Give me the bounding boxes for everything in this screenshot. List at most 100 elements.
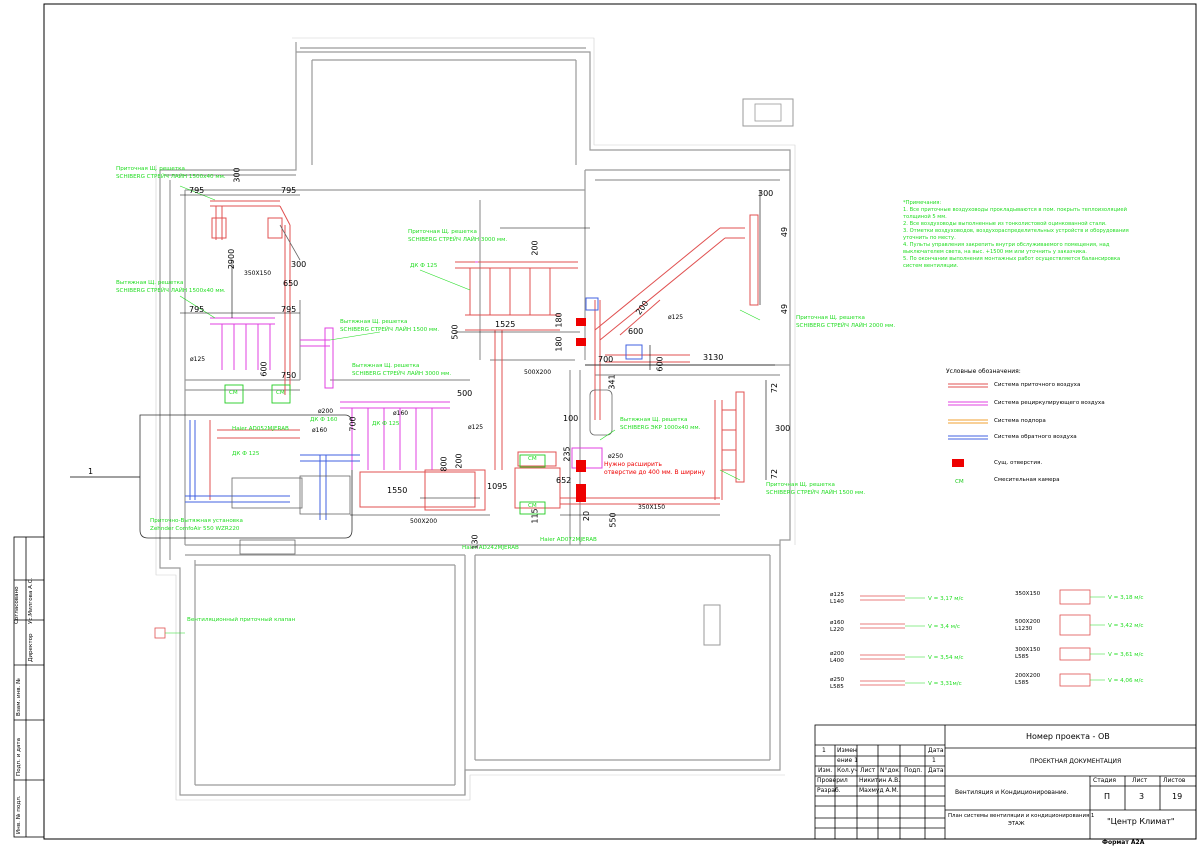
- tb-h-izm: Изм.: [818, 767, 833, 774]
- dim-300d: 300: [775, 424, 791, 433]
- tb-h-ndok: N°док.: [880, 767, 901, 774]
- tb-sheet-title2: ЭТАЖ: [1008, 821, 1025, 827]
- dim-2900: 2900: [227, 248, 237, 270]
- building-walls: [159, 42, 791, 796]
- dim-160a: ø160: [312, 427, 328, 434]
- tb-section: Вентиляция и Кондиционирование.: [955, 789, 1069, 796]
- dim-500x200a: 500Х200: [524, 369, 552, 376]
- sm-box-1: СМ: [229, 390, 238, 396]
- flow-d-4: ø250: [830, 677, 845, 683]
- dim-795d: 795: [281, 305, 297, 314]
- tb-dev-name: Махмуд А.М.: [859, 787, 899, 794]
- tb-h-list: Лист: [860, 767, 876, 774]
- grille-supply-4-label: Приточная Щ. решетка: [766, 482, 835, 488]
- title-block-grid: [814, 724, 1197, 840]
- flow-r-d-1: 350Х150: [1015, 591, 1041, 597]
- dk-125-mid-label: ДК Ф 125: [372, 421, 400, 427]
- flow-r-v-1: V = 3,18 м/с: [1108, 595, 1144, 601]
- grille-exhaust-3-model: SCHIBERG СТРЕЙЧ ЛАЙН 3000 мм.: [352, 371, 452, 377]
- dim-350x150b: 350Х150: [638, 504, 666, 511]
- legend-item-openings: Сущ. отверстия.: [994, 460, 1043, 466]
- dim-180b: 180: [554, 336, 564, 352]
- dim-600c: 600: [655, 356, 665, 372]
- flow-v-1: V = 3,17 м/с: [928, 596, 964, 602]
- tb-sheet: 3: [1139, 792, 1145, 801]
- legend-item-return: Система обратного воздуха: [994, 434, 1077, 440]
- tb-row1-num: 1: [822, 747, 826, 754]
- grille-exhaust-2-label: Вытяжная Щ. решетка: [340, 319, 408, 325]
- grille-exhaust-4-label: Вытяжная Щ. решетка: [620, 417, 688, 423]
- tb-stage: П: [1104, 792, 1111, 801]
- dim-100: 100: [563, 414, 579, 423]
- haier-3-label: Haier AD072MJERAB: [540, 537, 597, 543]
- flow-r-l-3: L585: [1015, 654, 1029, 660]
- flow-r-d-3: 300Х150: [1015, 647, 1041, 653]
- flow-r-d-4: 200Х200: [1015, 673, 1041, 679]
- dim-235: 235: [562, 446, 572, 462]
- existing-openings: [576, 318, 964, 502]
- dim-500x200b: 500Х200: [410, 518, 438, 525]
- flow-l-3: L400: [830, 658, 844, 664]
- dk-160-label: ДК Ф 160: [310, 417, 338, 423]
- dim-795a: 795: [189, 186, 205, 195]
- dim-300a: 300: [232, 167, 242, 183]
- grille-supply-4-model: SCHIBERG СТРЕЙЧ ЛАЙН 1500 мм.: [766, 490, 866, 496]
- dim-341: 341: [607, 374, 617, 390]
- tb-format: Формат А2А: [1102, 839, 1145, 846]
- tb-company: "Центр Климат": [1107, 817, 1175, 826]
- flow-symbols: [860, 589, 1091, 687]
- sm-box-2: СМ: [276, 390, 285, 396]
- dim-600a: 600: [259, 361, 269, 377]
- valve-label: Вентиляционный приточный клапан: [187, 617, 296, 623]
- flow-v-4: V = 3,31м/с: [928, 681, 962, 687]
- dim-500a: 500: [450, 324, 460, 340]
- sm-box-4: СМ: [528, 503, 537, 509]
- dim-795c: 795: [189, 305, 205, 314]
- dim-600b: 600: [628, 327, 644, 336]
- sheet-frame: [43, 3, 1197, 840]
- side-inv-orig: Инв. № подл.: [16, 795, 22, 834]
- dim-49a: 49: [780, 226, 790, 238]
- tb-row1-date2: 1: [932, 757, 936, 764]
- tb-check-label: Проверил: [817, 777, 848, 784]
- flow-l-2: L220: [830, 627, 844, 633]
- grille-supply-3-label: Приточная Щ. решетка: [796, 315, 865, 321]
- dim-20: 20: [582, 510, 592, 522]
- red-note-2: отверстие до 400 мм. В ширину: [604, 469, 706, 476]
- tb-h-kol: Кол.уч: [837, 767, 858, 774]
- legend-item-recirc: Система рециркулирующего воздуха: [994, 400, 1105, 406]
- recirc-ducts: [210, 261, 603, 470]
- legend-item-mixing: Смесительная камера: [994, 477, 1060, 483]
- side-agreed-name: Ус.Милгова А.С.: [28, 577, 34, 624]
- dim-49b: 49: [780, 303, 790, 315]
- project-number: Номер проекта - ОВ: [1026, 732, 1110, 741]
- grille-supply-1-model: SCHIBERG СТРЕЙЧ ЛАЙН 1500х40 мм.: [116, 174, 226, 180]
- dim-200a: ø200: [318, 408, 334, 415]
- side-sign-date: Подп. и дата: [16, 737, 22, 776]
- note-item: 5. По окончании выполнения монтажных раб…: [903, 256, 1121, 270]
- dim-550: 550: [608, 512, 618, 528]
- tb-row1-change2: ение 1: [837, 757, 858, 764]
- detail-leader-1: 1: [88, 467, 94, 476]
- tb-row1-date: Дата: [928, 747, 944, 754]
- legend-symbols: [948, 383, 988, 440]
- dim-250: ø250: [608, 453, 624, 460]
- legend-item-supply: Система приточного воздуха: [994, 382, 1081, 388]
- return-ducts: [185, 297, 643, 520]
- flow-r-d-2: 500Х200: [1015, 619, 1041, 625]
- dim-130: 130: [470, 534, 480, 550]
- legend-item-backpressure: Система подпора: [994, 418, 1046, 424]
- dim-750: 750: [281, 371, 297, 380]
- dim-125a: ø125: [190, 356, 206, 363]
- flow-r-v-4: V = 4,06 м/с: [1108, 678, 1144, 684]
- dim-300b: 300: [291, 260, 307, 269]
- tb-sheets: 19: [1172, 792, 1183, 801]
- flow-l-1: L140: [830, 599, 844, 605]
- dim-1095: 1095: [487, 482, 508, 491]
- flow-v-2: V = 3,4 м/с: [928, 624, 960, 630]
- dim-200b: 200: [530, 240, 540, 256]
- tb-h-sheet: Лист: [1132, 777, 1148, 784]
- note-item: 4. Пульты управления закрепить внутри об…: [903, 242, 1110, 256]
